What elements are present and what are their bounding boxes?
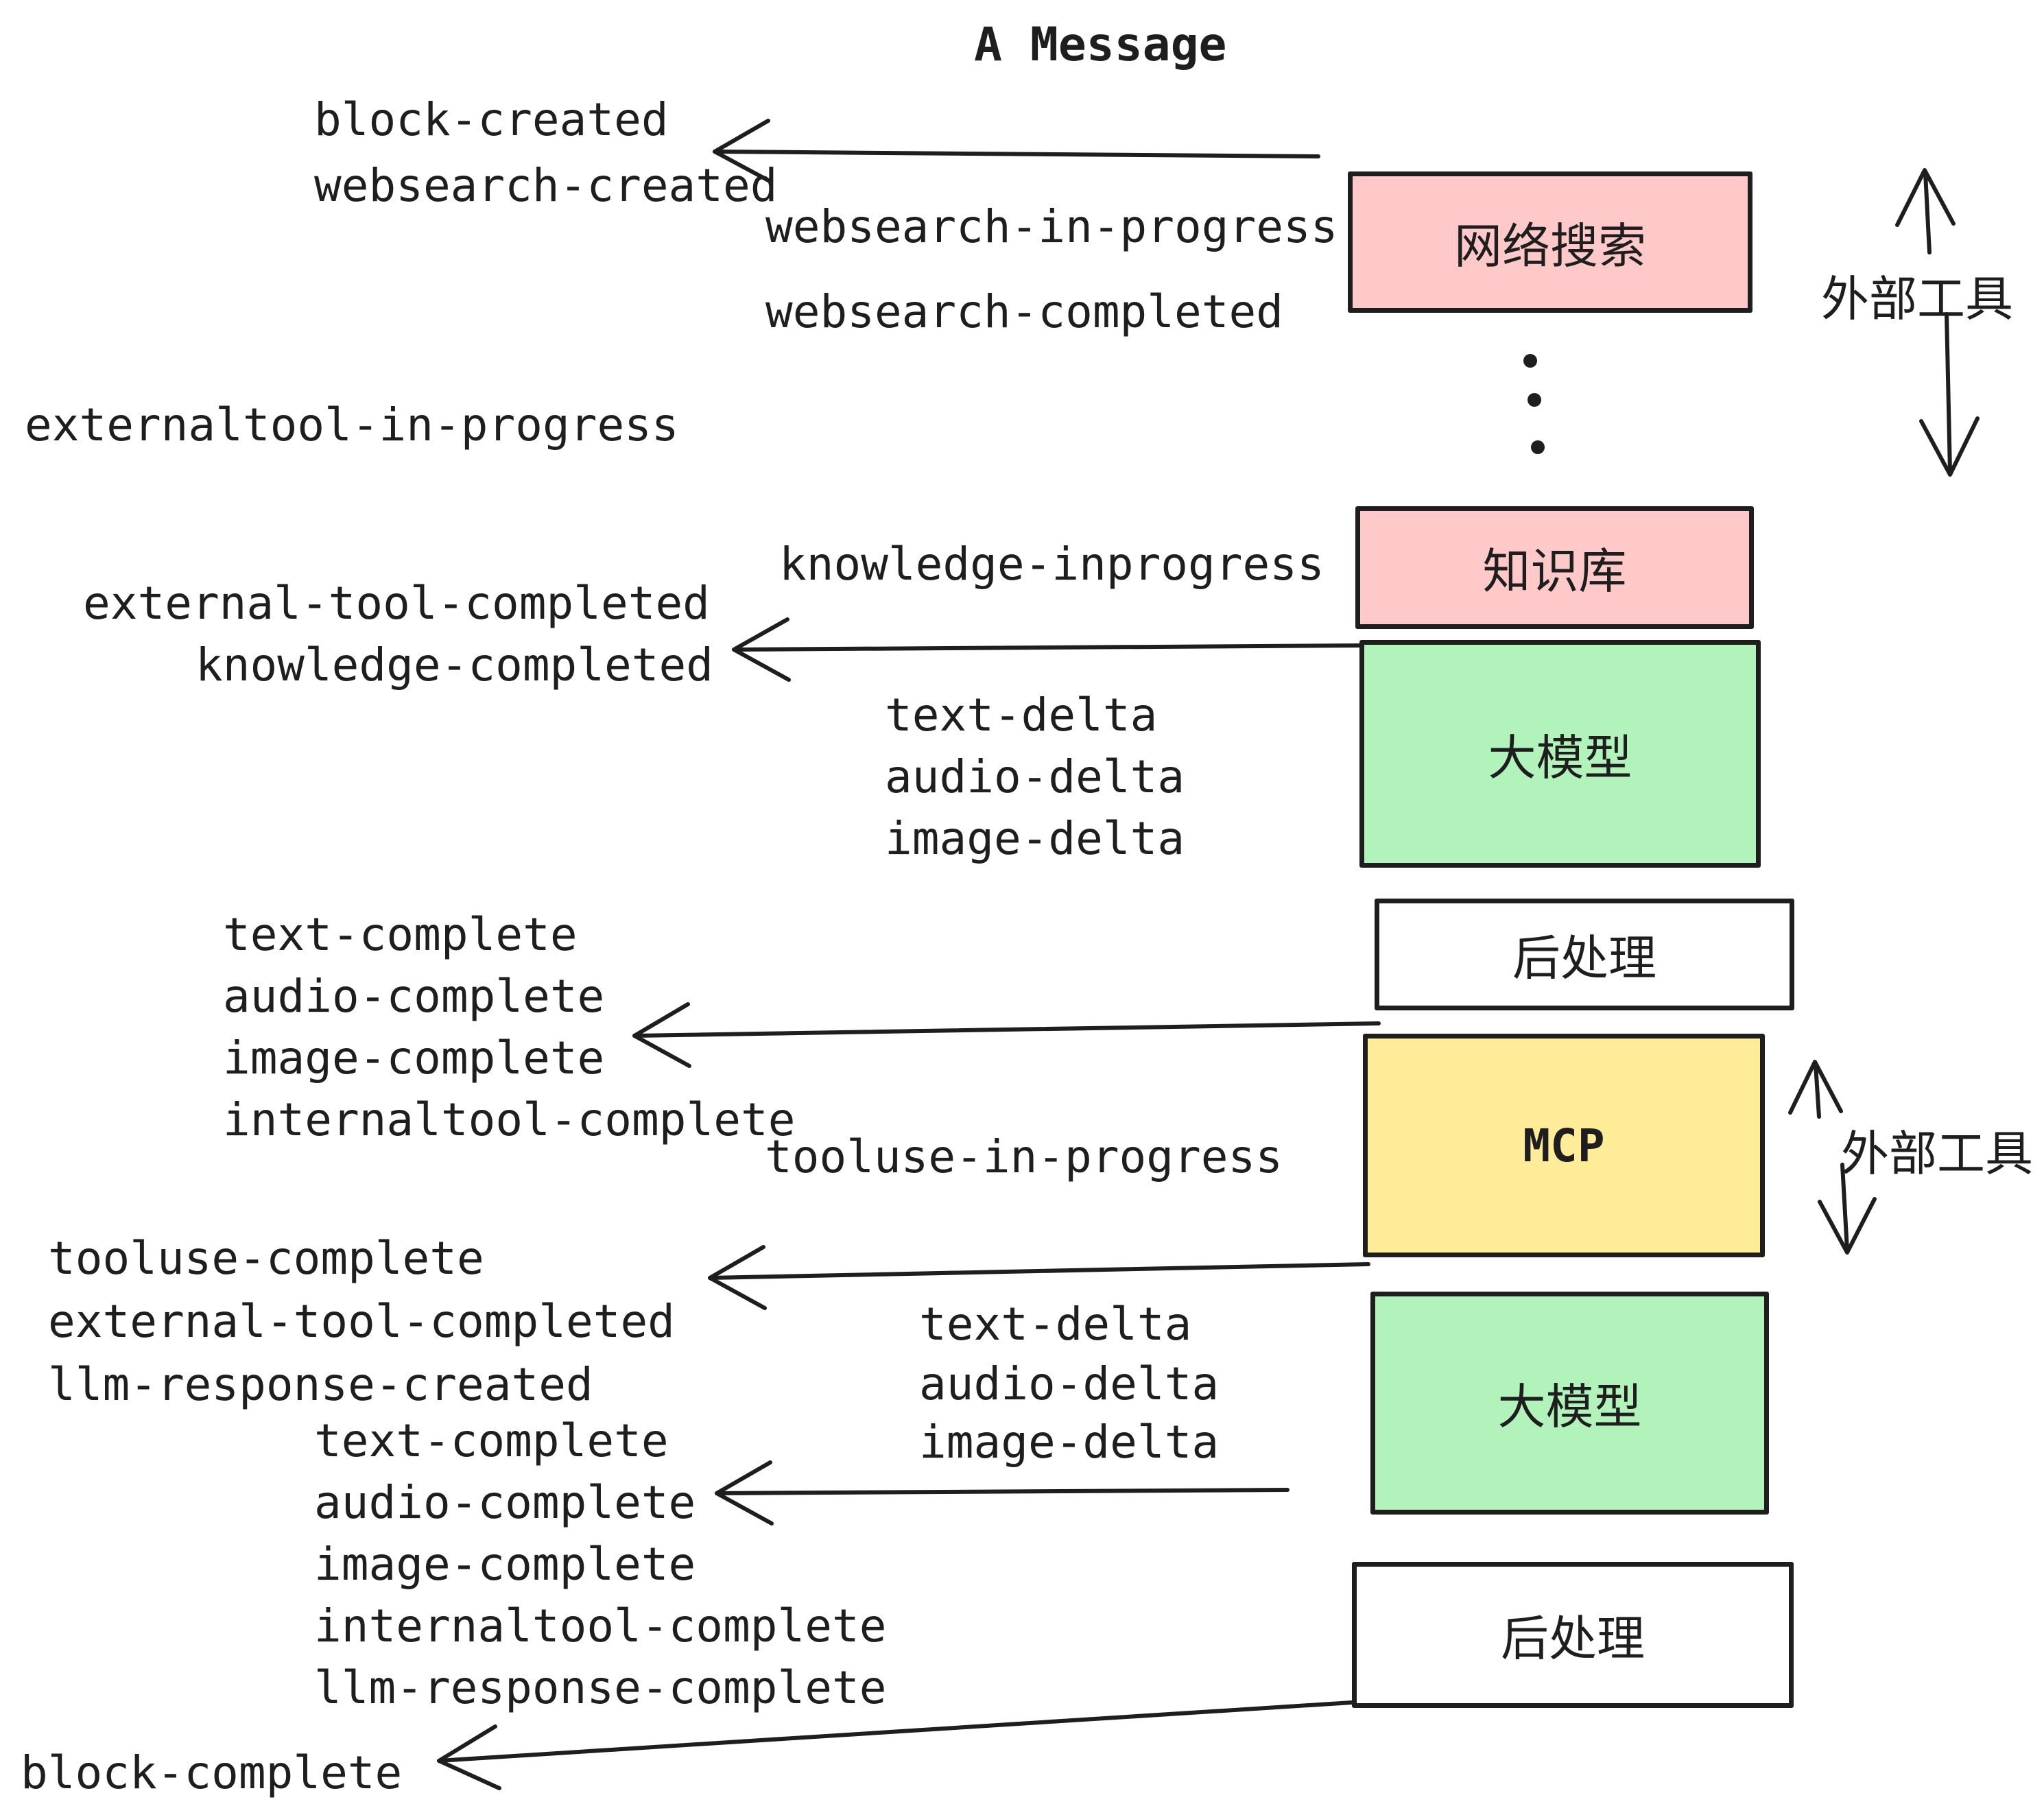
- event-label-audio-delta-2: audio-delta: [919, 1357, 1220, 1410]
- event-label-websearch-completed: websearch-completed: [765, 285, 1283, 338]
- arrow-knowledge-completed: [732, 617, 1364, 682]
- event-label-tooluse-in-progress: tooluse-in-progress: [765, 1130, 1283, 1183]
- arrow-internal-complete: [632, 1002, 1381, 1068]
- event-label-text-complete-2: text-complete: [314, 1414, 669, 1467]
- box-llm-2-label: 大模型: [1497, 1379, 1642, 1435]
- event-label-knowledge-completed: knowledge-completed: [195, 639, 713, 691]
- box-websearch-label: 网络搜索: [1454, 217, 1646, 274]
- box-postprocess-1: 后处理: [1375, 899, 1794, 1010]
- box-postprocess-1-label: 后处理: [1512, 930, 1656, 986]
- event-label-block-complete: block-complete: [21, 1746, 403, 1799]
- arrow-external-tool-down: [1919, 312, 1980, 477]
- arrow-block-complete: [437, 1700, 1354, 1790]
- event-label-externaltool-in-progress: externaltool-in-progress: [25, 399, 679, 451]
- box-llm-2: 大模型: [1370, 1292, 1769, 1515]
- box-knowledge-label: 知识库: [1482, 543, 1627, 600]
- event-label-image-complete-1: image-complete: [223, 1032, 605, 1084]
- arrow-external-tool-up: [1895, 168, 1956, 254]
- box-llm-1: 大模型: [1359, 640, 1761, 868]
- arrow-mcp-external-up: [1788, 1060, 1843, 1119]
- event-label-internaltool-complete-1: internaltool-complete: [223, 1093, 796, 1146]
- event-label-block-created: block-created: [314, 93, 669, 146]
- event-label-llm-response-complete: llm-response-complete: [314, 1661, 887, 1714]
- event-label-internaltool-complete-2: internaltool-complete: [314, 1600, 887, 1652]
- box-websearch: 网络搜索: [1348, 171, 1752, 313]
- external-tools-label-2: 外部工具: [1841, 1126, 2033, 1182]
- ellipsis-dot: [1523, 354, 1537, 368]
- event-label-external-tool-completed-2: external-tool-completed: [48, 1295, 675, 1348]
- box-llm-1-label: 大模型: [1488, 729, 1632, 786]
- box-postprocess-2-label: 后处理: [1501, 1611, 1645, 1667]
- event-label-audio-complete-2: audio-complete: [314, 1476, 696, 1529]
- box-knowledge: 知识库: [1355, 506, 1754, 629]
- event-label-websearch-in-progress: websearch-in-progress: [765, 200, 1338, 253]
- event-label-websearch-created: websearch-created: [314, 159, 778, 212]
- box-mcp-label: MCP: [1523, 1119, 1605, 1172]
- external-tools-label-1: 外部工具: [1821, 271, 2013, 327]
- ellipsis-dot: [1531, 440, 1545, 454]
- event-label-audio-complete-1: audio-complete: [223, 970, 605, 1023]
- arrow-block-created: [713, 119, 1320, 183]
- event-label-image-delta-2: image-delta: [919, 1416, 1220, 1469]
- arrow-llm-complete: [715, 1460, 1290, 1526]
- box-postprocess-2: 后处理: [1352, 1562, 1794, 1708]
- event-label-text-complete-1: text-complete: [223, 908, 578, 961]
- event-label-image-complete-2: image-complete: [314, 1538, 696, 1591]
- event-label-llm-response-created: llm-response-created: [48, 1358, 593, 1411]
- event-label-knowledge-inprogress: knowledge-inprogress: [779, 538, 1324, 591]
- event-label-external-tool-completed: external-tool-completed: [83, 577, 710, 630]
- event-label-tooluse-complete: tooluse-complete: [48, 1232, 484, 1285]
- event-label-text-delta-1: text-delta: [885, 689, 1158, 741]
- event-label-text-delta-2: text-delta: [919, 1298, 1192, 1351]
- event-label-audio-delta-1: audio-delta: [885, 750, 1185, 803]
- box-mcp: MCP: [1363, 1034, 1765, 1257]
- ellipsis-dot: [1528, 393, 1541, 407]
- diagram-title: A Message: [974, 18, 1227, 72]
- event-label-image-delta-1: image-delta: [885, 812, 1185, 865]
